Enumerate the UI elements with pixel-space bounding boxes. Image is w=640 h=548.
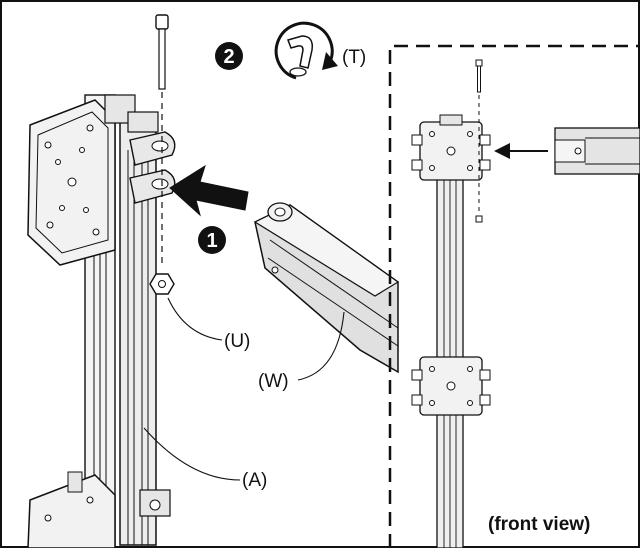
hinge-bracket (129, 131, 176, 204)
leader-arm (297, 311, 345, 381)
arm (253, 202, 400, 374)
rotate-clockwise-icon (274, 21, 338, 80)
step-number: 1 (206, 230, 217, 252)
insert-arrow-icon (169, 164, 249, 217)
inset-plate-upper (411, 114, 491, 181)
label-front-view: (front view) (488, 514, 590, 535)
inset-border (388, 44, 640, 548)
nut (149, 273, 175, 295)
main-view: 1 2 (T) (U) (W) (A) (27, 14, 400, 548)
label-arm: (W) (258, 371, 289, 392)
label-tool: (T) (342, 47, 366, 68)
inset-front-view: (front view) (388, 44, 640, 548)
label-pole: (A) (242, 470, 267, 491)
leader-nut (167, 297, 223, 341)
vesa-plate-upper (27, 94, 159, 266)
inset-plate-lower (411, 356, 491, 416)
bolt (155, 14, 169, 268)
vesa-plate-lower (27, 471, 171, 548)
step-number: 2 (223, 46, 234, 68)
label-nut: (U) (224, 331, 250, 352)
leader-pole (143, 427, 241, 481)
step-badge-2: 2 (215, 42, 243, 70)
inset-arm-end (554, 127, 640, 175)
step-badge-1: 1 (198, 226, 226, 254)
inset-bolt (475, 59, 483, 223)
allen-key-icon (287, 35, 314, 77)
